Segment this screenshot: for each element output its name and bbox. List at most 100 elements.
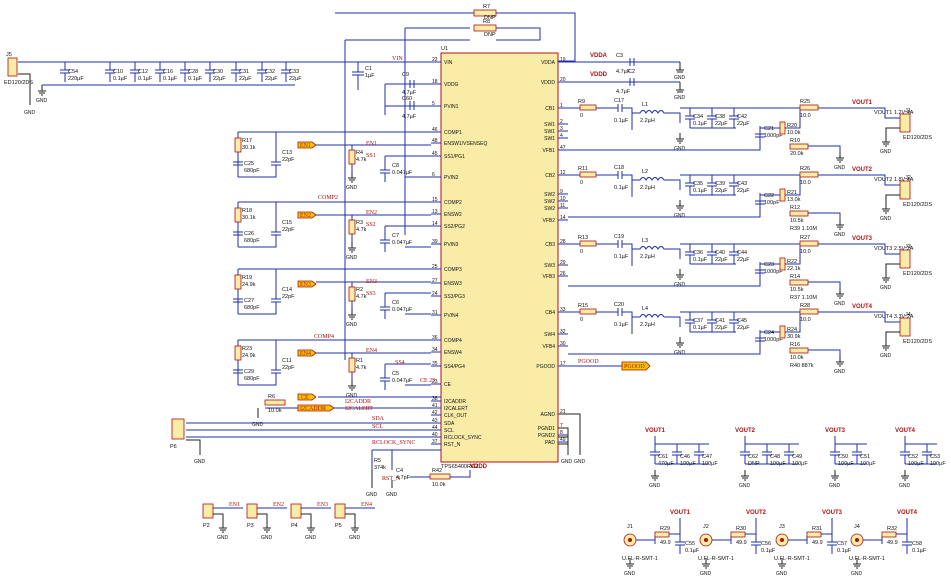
outcap-net: VOUT3 xyxy=(825,428,846,434)
rb2-gnd-wire xyxy=(808,349,841,356)
cb-r-val: 0 xyxy=(580,317,583,323)
pin-name-right: SW2 xyxy=(544,192,555,198)
input-cap-ref: C16 xyxy=(163,69,173,75)
cb-resistor xyxy=(579,240,597,247)
comp-c-val: 680pF xyxy=(244,305,260,311)
out-cap-val: 22µF xyxy=(715,188,728,194)
pin-number-left: 41 xyxy=(432,403,438,409)
outcap-rail xyxy=(834,436,867,445)
comp-cc-ref: C15 xyxy=(282,220,292,226)
gnd-conn-symbol xyxy=(882,272,890,283)
gnd-en-symbol xyxy=(348,172,356,183)
ff-cap-symbol xyxy=(755,193,765,213)
gnd-conn: GND xyxy=(880,149,892,155)
pin-name-right: CB2 xyxy=(545,173,555,179)
en-r-ref: R4 xyxy=(356,150,363,156)
out-cap-val: 22µF xyxy=(737,188,750,194)
vout-connector-body xyxy=(899,249,911,269)
jumper-gnd-wire xyxy=(345,513,356,522)
pin-name-left: CLK_OUT xyxy=(444,413,467,419)
output-stages: R90C170.1µFL12.2µHC340.1µFC3822µFC4222µF… xyxy=(568,98,932,375)
input-cap-symbol xyxy=(60,62,70,82)
p6-ref: P6 xyxy=(170,444,177,450)
rb2-val: 10.5k xyxy=(790,287,804,293)
en-resistor xyxy=(348,286,356,302)
ufl-c-val: 0.1µF xyxy=(761,548,776,554)
input-cap-ref: C32 xyxy=(265,69,275,75)
cb-c-ref: C17 xyxy=(614,98,624,104)
ce-flag: CE xyxy=(301,395,309,401)
rb2-ref: R16 xyxy=(790,342,800,348)
gnd-r5: GND xyxy=(366,492,378,498)
rb2-gnd-wire xyxy=(808,212,841,219)
pin-number-right: 11 xyxy=(560,203,565,209)
rb1-ref: R20 xyxy=(787,123,797,129)
gnd-out-symbol xyxy=(676,337,684,348)
vout-conn-gnd xyxy=(885,263,900,272)
gnd-en-symbol xyxy=(348,242,356,253)
gnd-outcap-symbol xyxy=(651,470,659,481)
comp-bottom-wire xyxy=(238,382,277,386)
pin-name-left: PVIN1 xyxy=(444,104,459,110)
outcap-symbol xyxy=(740,444,750,464)
comp-cc-val: 22pF xyxy=(282,227,295,233)
ss-cap-ref: C8 xyxy=(392,163,399,169)
vout-connector-ref: J3 xyxy=(905,244,911,250)
rb2-resistor xyxy=(789,210,809,217)
pin-name-right: SW1 xyxy=(544,129,555,135)
pin-name-right: SW3 xyxy=(544,263,555,269)
ufl-c-ref: C58 xyxy=(912,541,922,547)
input-cap-ref: C28 xyxy=(188,69,198,75)
comp-r-ref: R23 xyxy=(242,346,252,352)
vout-conn-wire xyxy=(860,107,900,119)
comp-r-ref: R18 xyxy=(242,208,252,214)
ufl-cap-symbol xyxy=(902,534,912,554)
cb-r-val: 0 xyxy=(580,249,583,255)
pin-number-left: 44 xyxy=(432,425,438,431)
outcap-rail xyxy=(904,436,937,445)
comp4-net: COMP4 xyxy=(314,334,334,340)
cb-r-ref: R15 xyxy=(578,303,588,309)
comp-resistor xyxy=(234,345,242,361)
jumper-net: EN4 xyxy=(361,502,372,508)
pin-name-right: SW2 xyxy=(544,199,555,205)
out-cap-symbol xyxy=(729,108,739,128)
pin-name-right: VDDA xyxy=(541,60,556,66)
vout-conn-wire xyxy=(860,174,900,186)
pin-number-left: 48 xyxy=(432,138,438,144)
comp-r-val: 24.9k xyxy=(242,353,256,359)
out-cap-val: 22µF xyxy=(715,325,728,331)
pin-name-right: PAD xyxy=(545,440,555,446)
inductor-ref: L3 xyxy=(642,238,648,244)
pin-name-left: ENSW2 xyxy=(444,212,462,218)
rclock-net: RCLOCK_SYNC xyxy=(372,440,415,446)
vout-label: VOUT4 3.3V 2A xyxy=(874,314,914,320)
out-cap-ref: C41 xyxy=(715,318,725,324)
pin-number-right: 21 xyxy=(560,409,566,415)
comp-r-val: 30.1k xyxy=(242,215,256,221)
pgood-ground: PGOOD PGOOD GND GND xyxy=(558,359,651,465)
comp-r-val: 30.1k xyxy=(242,145,256,151)
ufl-ref: J3 xyxy=(779,524,785,530)
pin-name-left: I2CALERT xyxy=(444,406,468,412)
rt-val: 10.0 xyxy=(800,317,811,323)
input-cap-symbol xyxy=(257,62,267,82)
gnd-fb-symbol xyxy=(836,152,844,163)
ss-cap-val: 0.047µF xyxy=(392,170,413,176)
pin-number-left: 40 xyxy=(432,432,438,438)
gnd-input-caps: GND xyxy=(36,98,48,104)
ff-cap-val: 100pF xyxy=(764,200,780,206)
pin-name-right: VFB3 xyxy=(542,274,555,280)
en-wire xyxy=(316,352,431,380)
c2-ref: C2 xyxy=(628,69,635,75)
out-cap-val: 0.1µF xyxy=(693,257,708,263)
gnd-conn: GND xyxy=(880,216,892,222)
comp-cc-ref: C11 xyxy=(282,358,292,364)
pin-number-left: 34 xyxy=(432,347,438,353)
comp-cc-symbol xyxy=(271,154,281,174)
c3-ref: C3 xyxy=(616,53,623,59)
gnd-p6: GND xyxy=(194,459,206,465)
c4-ref: C4 xyxy=(396,468,403,474)
ufl-part: U.FL-R-SMT-1 xyxy=(698,556,734,562)
